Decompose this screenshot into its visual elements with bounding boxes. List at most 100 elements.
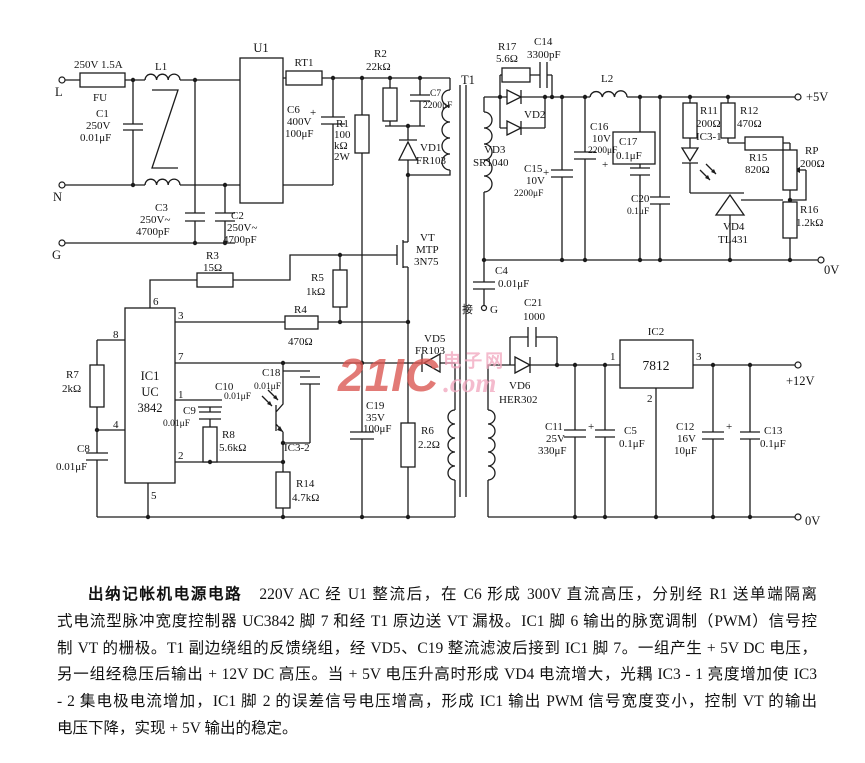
circuit-wiring [65,62,818,518]
c10-ref: C10 [215,381,234,393]
r8-ref: R8 [222,429,235,441]
r1-v2: kΩ [334,140,348,152]
r11-val: 200Ω [696,118,721,130]
c2-val: 4700pF [223,234,257,246]
r12-ref: R12 [740,105,758,117]
label-terminal-l: L [55,85,63,99]
terminal-0v-12v [794,513,802,521]
r3-ref: R3 [206,250,219,262]
r12-body [720,102,736,139]
description-line-5: - 2 集电极电流增加，IC1 脚 2 的误差信号电压增高，形成 IC1 输出 … [57,693,817,711]
vd3-diode [506,119,523,137]
ic2-part: 7812 [643,358,670,373]
c5-val: 0.1μF [619,438,645,450]
junction-dots [94,75,793,520]
label-jie-g: G [490,304,498,316]
c9-ref: C9 [183,405,196,417]
vd1-ref: VD1 [420,142,441,154]
fuse-ref: FU [93,92,107,104]
c12-v: 16V [677,433,696,445]
fuse-body [79,72,126,88]
c2-ref: C2 [231,210,244,222]
r16-body [782,201,798,239]
c9-val: 0.01μF [163,419,190,429]
r1-ref: R1 [336,118,349,130]
c10-val: 0.01μF [224,392,251,402]
vd5-diode [422,352,441,374]
vd5-ref: VD5 [424,333,446,345]
c3-v: 250V~ [140,214,170,226]
label-jie: 接 [462,303,473,316]
terminal-plus5v [794,93,802,101]
r11-ref: R11 [700,105,718,117]
c17-val: 0.1μF [616,150,642,162]
vd6-ref: VD6 [509,380,531,392]
c12-val: 10μF [674,445,697,457]
rt1-ref: RT1 [295,57,314,69]
l2-inductor [589,90,628,98]
c5-ref: C5 [624,425,637,437]
vd3-ref: VD3 [484,144,506,156]
c12-plus: + [726,421,732,433]
ic1-pin8: 8 [113,329,119,341]
c21-val: 1000 [523,311,546,323]
c14-ref: C14 [534,36,553,48]
r11-body [682,102,698,139]
vd2-diode [506,88,523,106]
c17-label-box [612,131,656,165]
c4-ref: C4 [495,265,508,277]
r14-val: 4.7kΩ [292,492,319,504]
ic2-body [619,339,694,389]
c11-ref: C11 [545,421,563,433]
r16-ref: R16 [800,204,819,216]
l2-ref: L2 [601,73,613,85]
description-line-3: 制 VT 的栅极。T1 副边绕组的反馈绕组，经 VD5、C19 整流滤波后接到 … [57,639,817,657]
c17-plus: + [602,159,608,171]
c6-val: 100μF [285,128,314,140]
r12-val: 470Ω [737,118,762,130]
r14-ref: R14 [296,478,315,490]
u1-rectifier-body [239,57,284,204]
r5-body [332,269,348,308]
ic3-1-led [680,147,700,163]
r8-val: 5.6kΩ [219,442,246,454]
c3-ref: C3 [155,202,168,214]
ic1-ref: IC1 [141,369,160,383]
vt-ref: VT [420,232,435,244]
r7-ref: R7 [66,369,79,381]
c16-v: 10V [592,133,611,145]
label-terminal-n: N [53,190,62,204]
ic2-ref: IC2 [648,326,665,338]
r16-val: 1.2kΩ [796,217,823,229]
r1-v3: 2W [334,151,351,163]
r2-val: 22kΩ [366,61,391,73]
r15-val: 820Ω [745,164,770,176]
r15-ref: R15 [749,152,768,164]
vd3-val: SR1040 [473,157,509,169]
vd4-tl431 [714,193,746,216]
terminal-plus12v [794,361,802,369]
c19-v: 35V [366,412,385,424]
circuit-description: 出纳记帐机电源电路 220V AC 经 U1 整流后，在 C6 形成 300V … [57,582,817,743]
c19-ref: C19 [366,400,385,412]
vt-v1: MTP [416,244,439,256]
c7-val: 2200μF [423,101,452,111]
c15-val: 2200μF [514,189,543,199]
l1-choke [144,73,181,186]
ic1-l1: UC [141,385,158,399]
c15-ref: C15 [524,163,543,175]
ic2-pin2: 2 [647,393,653,405]
r6-ref: R6 [421,425,434,437]
ic1-pin4: 4 [113,419,119,431]
terminal-0v-5v [817,256,825,264]
ic2-pin1: 1 [610,351,616,363]
terminal-l [58,76,66,84]
label-plus12v: +12V [786,374,815,388]
ic1-pin3: 3 [178,310,184,322]
ic2-pin3: 3 [696,351,702,363]
c1-ref: C1 [96,108,109,120]
c6-plus: + [310,107,316,119]
c13-val: 0.1μF [760,438,786,450]
c6-ref: C6 [287,104,300,116]
